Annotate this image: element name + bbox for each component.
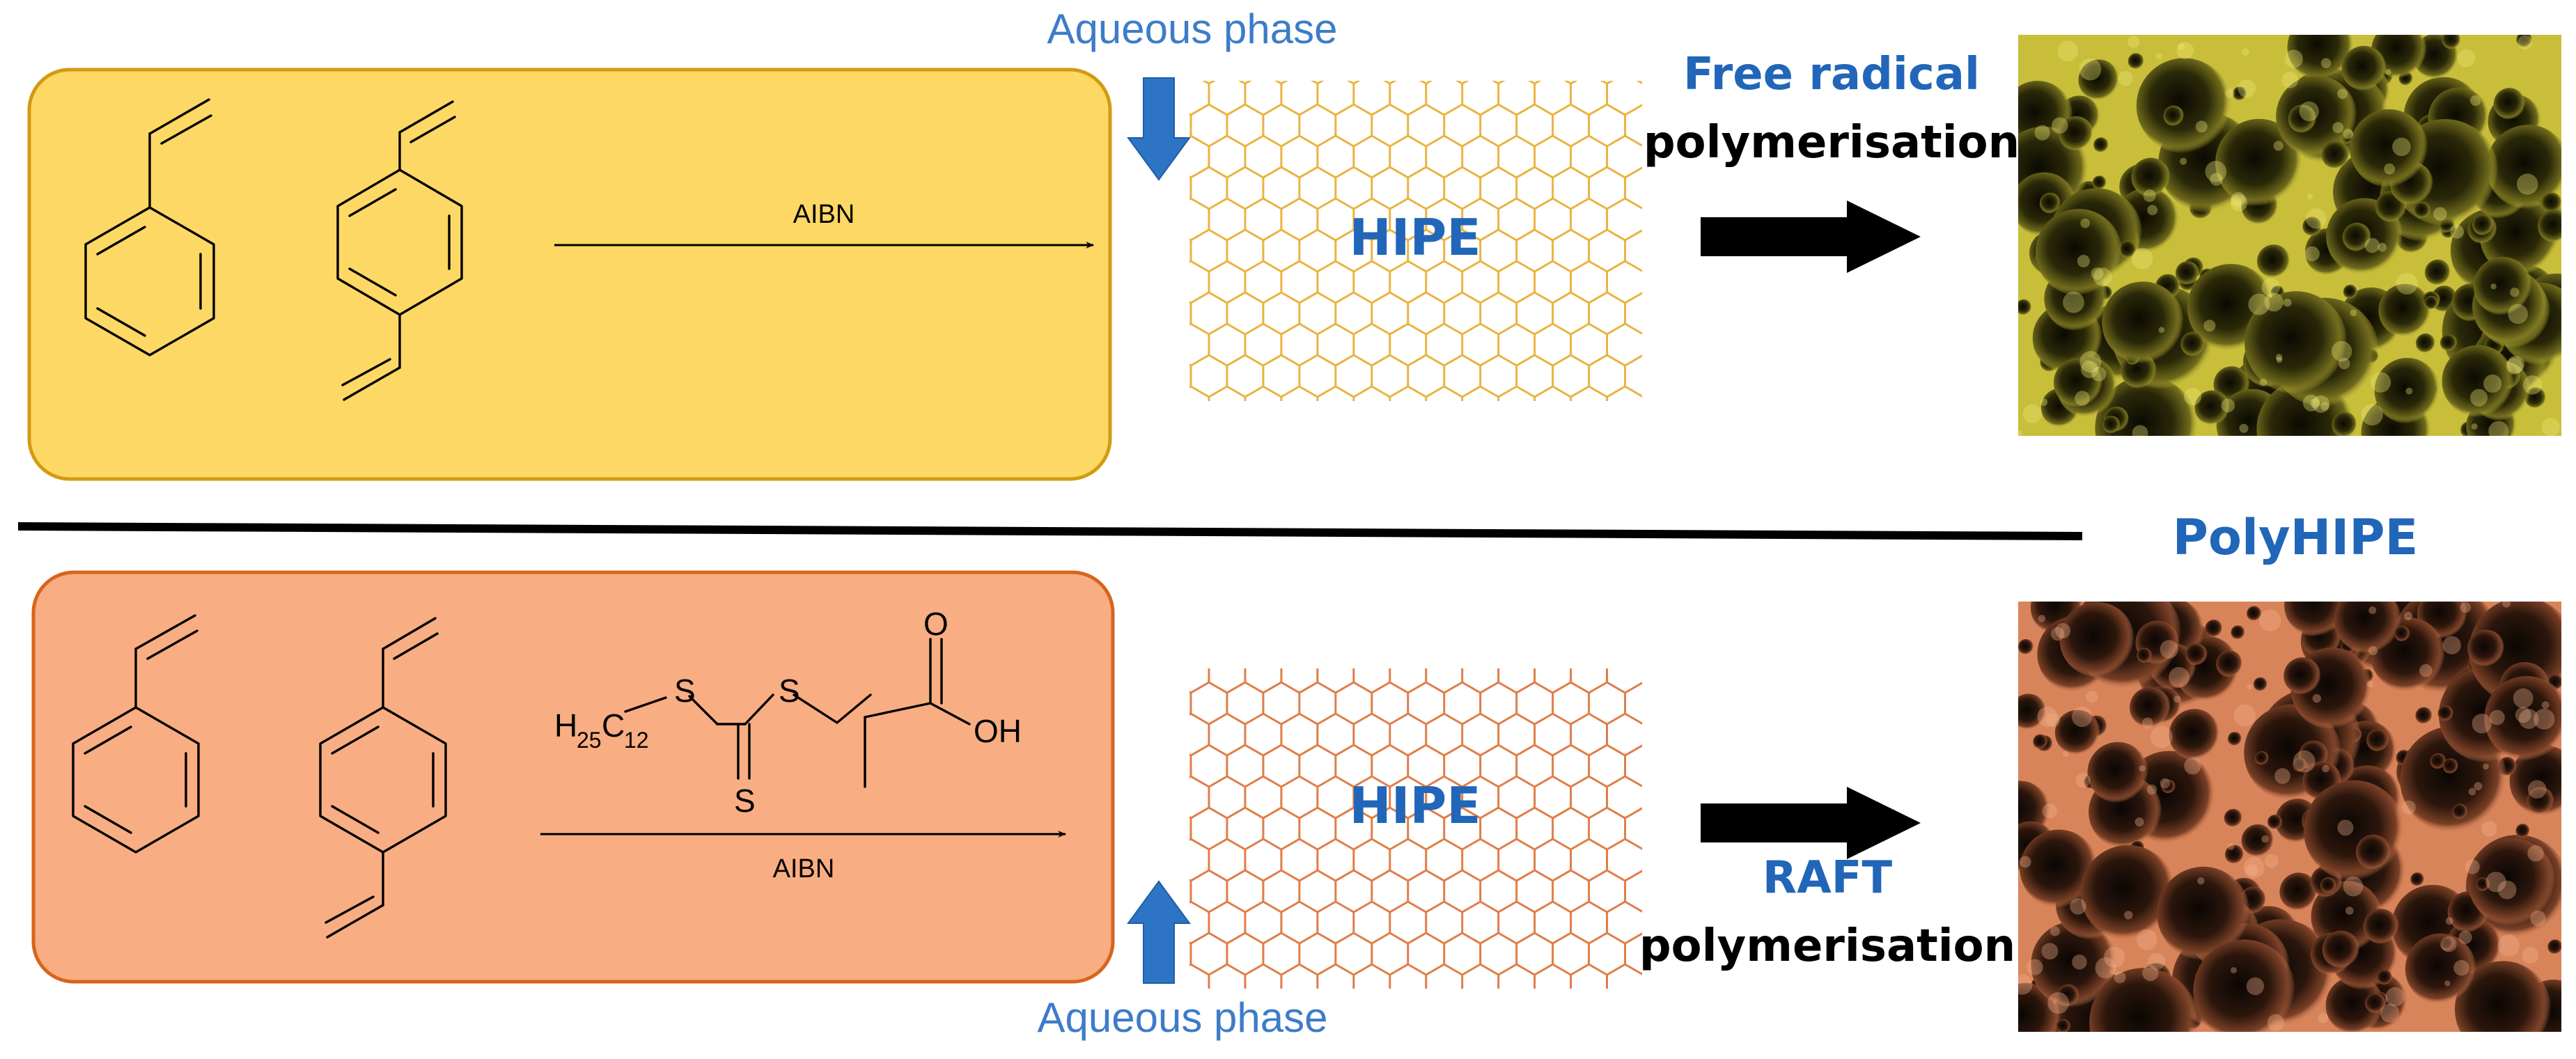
raft-sulfur-1: S bbox=[674, 673, 696, 709]
emulsion-label: HIPE bbox=[1350, 776, 1481, 835]
aqueous-down-arrow bbox=[1127, 77, 1191, 181]
raft-sulfur-2: S bbox=[779, 673, 800, 709]
raft-agent-structure: H 25 C 12 S S S O OH bbox=[554, 606, 1022, 819]
polyhipe-foam-image bbox=[2018, 602, 2561, 1032]
aqueous-phase-label: Aqueous phase bbox=[1037, 994, 1327, 1041]
reagent-label: AIBN bbox=[773, 854, 835, 884]
reagent-label: AIBN bbox=[793, 200, 855, 229]
raft-carbonyl-o: O bbox=[923, 606, 949, 642]
aqueous-phase-label: Aqueous phase bbox=[1047, 6, 1337, 52]
top-route: AIBN Aqueous phase HIPE Free radical pol… bbox=[27, 6, 2561, 481]
raft-alkyl-h: H bbox=[554, 707, 577, 744]
product-label: PolyHIPE bbox=[2173, 509, 2419, 566]
method-label-line1: RAFT bbox=[1763, 852, 1893, 904]
method-label-line2: polymerisation bbox=[1644, 117, 2020, 168]
process-arrow bbox=[1701, 201, 1921, 273]
raft-sulfur-3: S bbox=[734, 783, 756, 819]
bottom-route: H 25 C 12 S S S O OH AIBN HIPE Aqueous p… bbox=[31, 570, 2561, 1041]
top-monomer-panel bbox=[27, 68, 1112, 481]
hexagonal-mesh bbox=[1189, 668, 1642, 989]
section-divider bbox=[18, 522, 2082, 540]
styrene-structure bbox=[84, 98, 215, 356]
divinylbenzene-structure bbox=[319, 617, 447, 939]
raft-alkyl-sub2: 12 bbox=[624, 728, 649, 753]
polyhipe-foam-image bbox=[2018, 35, 2561, 436]
process-arrow bbox=[1701, 787, 1921, 859]
emulsion-label: HIPE bbox=[1350, 208, 1481, 267]
hexagonal-mesh bbox=[1189, 81, 1642, 401]
bottom-monomer-panel bbox=[31, 570, 1115, 984]
aqueous-up-arrow bbox=[1127, 880, 1191, 984]
method-label-line1: Free radical bbox=[1683, 49, 1980, 100]
raft-hydroxyl: OH bbox=[974, 713, 1022, 749]
styrene-structure bbox=[72, 614, 200, 854]
raft-alkyl-c: C bbox=[602, 707, 625, 744]
divinylbenzene-structure bbox=[336, 100, 463, 401]
raft-alkyl-sub1: 25 bbox=[577, 728, 602, 753]
method-label-line2: polymerisation bbox=[1639, 920, 2015, 972]
